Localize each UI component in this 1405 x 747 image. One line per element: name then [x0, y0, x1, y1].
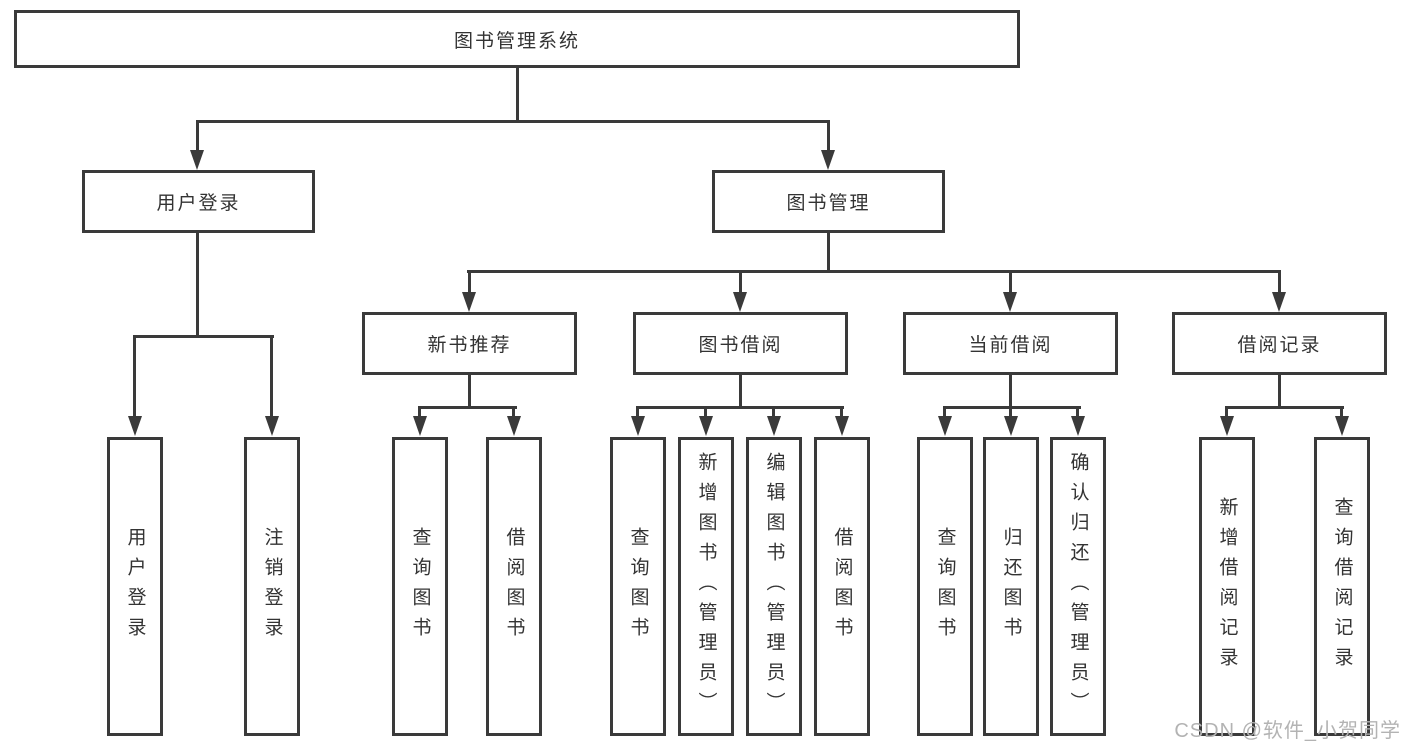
leaf-query-books-borrow: 查询图书 — [610, 437, 666, 736]
arrow-down-icon — [190, 150, 204, 170]
leaf-query-books-current-label: 查询图书 — [934, 526, 956, 647]
arrow-down-icon — [1003, 292, 1017, 312]
node-book-management-label: 图书管理 — [786, 193, 871, 214]
connector-line — [943, 406, 1081, 409]
arrow-down-icon — [733, 292, 747, 312]
leaf-confirm-return-admin-label: 确认归还（管理员） — [1067, 451, 1089, 722]
arrow-down-icon — [821, 150, 835, 170]
arrow-down-icon — [507, 416, 521, 436]
connector-line — [1225, 406, 1228, 421]
leaf-add-books-admin: 新增图书（管理员） — [678, 437, 734, 736]
arrow-down-icon — [1004, 416, 1018, 436]
node-new-book-recommend-label: 新书推荐 — [427, 335, 512, 356]
connector-line — [1225, 406, 1344, 409]
leaf-borrow-books-recommend: 借阅图书 — [486, 437, 542, 736]
connector-line — [270, 335, 273, 420]
connector-line — [1009, 406, 1012, 421]
connector-line — [636, 406, 844, 409]
connector-line — [636, 406, 639, 421]
node-current-borrow-label: 当前借阅 — [968, 335, 1053, 356]
node-current-borrow: 当前借阅 — [903, 312, 1118, 375]
connector-line — [943, 406, 946, 421]
connector-line — [827, 233, 830, 273]
leaf-add-books-admin-label: 新增图书（管理员） — [695, 451, 717, 722]
leaf-query-borrow-record: 查询借阅记录 — [1314, 437, 1370, 736]
connector-line — [840, 406, 843, 421]
leaf-query-borrow-record-label: 查询借阅记录 — [1331, 496, 1353, 677]
arrow-down-icon — [938, 416, 952, 436]
leaf-user-login-label: 用户登录 — [124, 526, 146, 647]
arrow-down-icon — [128, 416, 142, 436]
connector-line — [739, 270, 742, 296]
connector-line — [418, 406, 517, 409]
arrow-down-icon — [1272, 292, 1286, 312]
node-user-login-label: 用户登录 — [156, 193, 241, 214]
leaf-edit-books-admin-label: 编辑图书（管理员） — [763, 451, 785, 722]
connector-line — [133, 335, 136, 420]
leaf-confirm-return-admin: 确认归还（管理员） — [1050, 437, 1106, 736]
csdn-watermark: CSDN @软件_小贺同学 — [1174, 720, 1401, 742]
arrow-down-icon — [1335, 416, 1349, 436]
node-borrow-records: 借阅记录 — [1172, 312, 1387, 375]
connector-line — [512, 406, 515, 421]
leaf-add-borrow-record: 新增借阅记录 — [1199, 437, 1255, 736]
leaf-logout-label: 注销登录 — [261, 526, 283, 647]
leaf-query-books-recommend: 查询图书 — [392, 437, 448, 736]
leaf-borrow-books: 借阅图书 — [814, 437, 870, 736]
leaf-query-books-current: 查询图书 — [917, 437, 973, 736]
node-new-book-recommend: 新书推荐 — [362, 312, 577, 375]
connector-line — [516, 68, 519, 122]
leaf-logout: 注销登录 — [244, 437, 300, 736]
leaf-edit-books-admin: 编辑图书（管理员） — [746, 437, 802, 736]
connector-line — [739, 375, 742, 409]
connector-line — [418, 406, 421, 421]
node-borrow-records-label: 借阅记录 — [1237, 335, 1322, 356]
node-root: 图书管理系统 — [14, 10, 1020, 68]
connector-line — [1278, 270, 1281, 296]
arrow-down-icon — [413, 416, 427, 436]
node-user-login: 用户登录 — [82, 170, 315, 233]
node-book-borrow: 图书借阅 — [633, 312, 848, 375]
connector-line — [1009, 375, 1012, 409]
connector-line — [467, 270, 1281, 273]
leaf-return-books-label: 归还图书 — [1000, 526, 1022, 647]
arrow-down-icon — [631, 416, 645, 436]
leaf-user-login: 用户登录 — [107, 437, 163, 736]
leaf-borrow-books-label: 借阅图书 — [831, 526, 853, 647]
arrow-down-icon — [265, 416, 279, 436]
arrow-down-icon — [835, 416, 849, 436]
node-book-management: 图书管理 — [712, 170, 945, 233]
arrow-down-icon — [462, 292, 476, 312]
connector-line — [827, 120, 830, 154]
connector-line — [468, 270, 471, 296]
connector-line — [133, 335, 274, 338]
connector-line — [772, 406, 775, 421]
leaf-query-books-recommend-label: 查询图书 — [409, 526, 431, 647]
node-root-label: 图书管理系统 — [453, 30, 580, 52]
connector-line — [1009, 270, 1012, 296]
connector-line — [1076, 406, 1079, 421]
arrow-down-icon — [767, 416, 781, 436]
node-book-borrow-label: 图书借阅 — [698, 335, 783, 356]
connector-line — [196, 120, 830, 123]
arrow-down-icon — [1071, 416, 1085, 436]
leaf-return-books: 归还图书 — [983, 437, 1039, 736]
arrow-down-icon — [699, 416, 713, 436]
leaf-add-borrow-record-label: 新增借阅记录 — [1216, 496, 1238, 677]
arrow-down-icon — [1220, 416, 1234, 436]
connector-line — [1340, 406, 1343, 421]
connector-line — [196, 233, 199, 338]
connector-line — [468, 375, 471, 409]
leaf-query-books-borrow-label: 查询图书 — [627, 526, 649, 647]
connector-line — [1278, 375, 1281, 409]
leaf-borrow-books-recommend-label: 借阅图书 — [503, 526, 525, 647]
connector-line — [196, 120, 199, 154]
connector-line — [704, 406, 707, 421]
